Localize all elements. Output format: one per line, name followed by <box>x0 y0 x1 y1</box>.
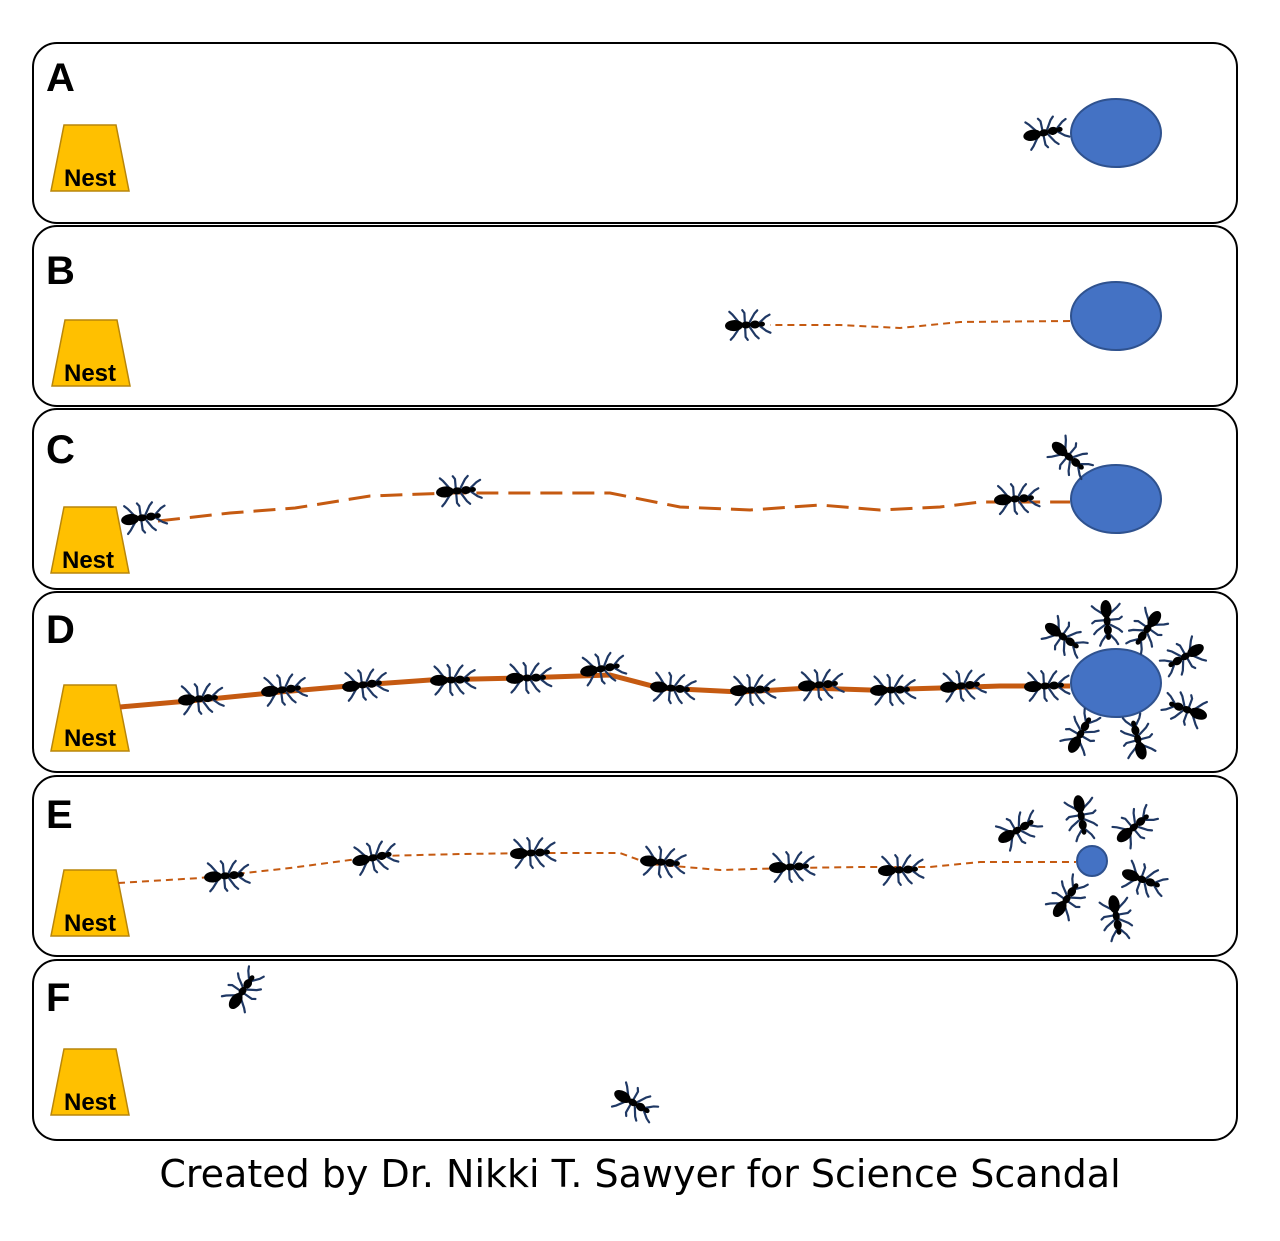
panel-a-letter: A <box>46 56 75 100</box>
credit-caption: Created by Dr. Nikki T. Sawyer for Scien… <box>159 1152 1121 1196</box>
pheromone-trail-thin <box>770 320 1071 330</box>
nest-label: Nest <box>64 725 116 752</box>
panel-a: A Nest <box>32 42 1238 224</box>
nest-label: Nest <box>64 1089 116 1116</box>
nest-label: Nest <box>64 360 116 387</box>
panel-c-frame <box>32 408 1238 590</box>
pheromone-trail-dashed <box>157 491 1070 523</box>
food-source-small <box>1076 845 1108 877</box>
food-source-large <box>1070 648 1162 718</box>
food-source-large <box>1070 464 1162 534</box>
panel-f-letter: F <box>46 976 70 1020</box>
pheromone-trail-thin <box>117 852 1076 884</box>
panel-d: D Nest <box>32 591 1238 773</box>
panel-d-letter: D <box>46 608 75 652</box>
panel-c-letter: C <box>46 428 75 472</box>
panel-e-frame <box>32 775 1238 957</box>
panel-b-frame <box>32 225 1238 407</box>
panel-e-letter: E <box>46 793 73 837</box>
panel-e: E Nest <box>32 775 1238 957</box>
nest-label: Nest <box>62 547 114 574</box>
nest-label: Nest <box>64 165 116 192</box>
panel-f: F Nest <box>32 959 1238 1141</box>
panel-f-frame <box>32 959 1238 1141</box>
panel-b-letter: B <box>46 249 75 293</box>
food-source-large <box>1070 98 1162 168</box>
food-source-large <box>1070 281 1162 351</box>
panel-c: C Nest <box>32 408 1238 590</box>
nest-label: Nest <box>64 910 116 937</box>
panel-a-frame <box>32 42 1238 224</box>
panel-b: B Nest <box>32 225 1238 407</box>
